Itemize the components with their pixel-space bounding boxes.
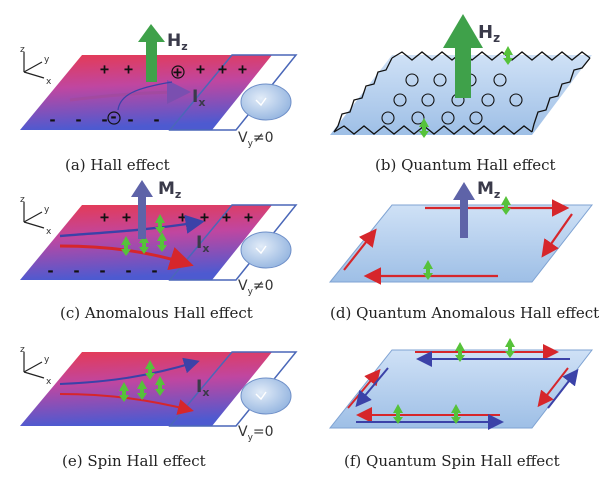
edge-state-bottom <box>333 125 533 135</box>
axis-x-label: x <box>46 227 52 237</box>
spin-up-path <box>59 214 205 238</box>
caption-d: (d) Quantum Anomalous Hall effect <box>330 304 599 322</box>
svg-text:+: + <box>222 208 231 226</box>
axis-y-label: y <box>44 55 50 65</box>
panel-b-quantum-hall-effect: Hz (b) Quantum Hall effect <box>330 14 592 174</box>
svg-text:+: + <box>244 208 253 226</box>
spin-green-icon <box>423 196 511 280</box>
mz-arrow <box>131 180 153 239</box>
hz-label-b: Hz <box>478 22 500 45</box>
caption-e: (e) Spin Hall effect <box>62 452 206 470</box>
svg-text:-: - <box>152 111 161 129</box>
electron-path <box>117 81 173 111</box>
edge-state-left <box>343 228 377 271</box>
svg-text:+: + <box>200 208 209 226</box>
voltmeter-icon <box>240 83 292 121</box>
mz-label-d: Mz <box>477 179 500 201</box>
edge-state-right <box>541 213 573 258</box>
svg-text:-: - <box>46 262 55 280</box>
svg-text:+: + <box>173 63 182 81</box>
hz-arrow-large <box>443 14 483 98</box>
svg-text:-: - <box>98 262 107 280</box>
hz-arrow <box>138 24 165 82</box>
minus-charges: - - - - - <box>46 262 159 280</box>
panel-a-hall-effect: z y x + + + + + - - - - - + - Hz <box>20 24 298 174</box>
panel-d-quantum-anomalous-hall-effect: Mz (d) Quantum Anomalous Hall effect <box>328 179 599 322</box>
edge-state-right <box>531 57 591 133</box>
ix-label: Ix <box>192 87 205 109</box>
panel-e-spin-hall-effect: z y x Ix Vy=0 (e) Spin Hall effect <box>20 345 298 470</box>
caption-a: (a) Hall effect <box>65 156 170 174</box>
svg-text:-: - <box>48 111 57 129</box>
vy-label: Vy≠0 <box>238 130 274 149</box>
svg-text:+: + <box>238 60 247 78</box>
svg-text:+: + <box>178 208 187 226</box>
svg-text:-: - <box>126 111 135 129</box>
mz-arrow <box>453 182 475 238</box>
svg-text:-: - <box>74 111 83 129</box>
voltmeter-icon <box>240 231 292 269</box>
svg-text:+: + <box>100 208 109 226</box>
svg-text:+: + <box>122 208 131 226</box>
panel-c-anomalous-hall-effect: z y x + + + + + + - - - - - <box>20 179 298 322</box>
svg-text:-: - <box>100 111 109 129</box>
spin-green-icon <box>393 338 515 424</box>
axis-z-label: z <box>20 45 25 55</box>
hz-label: Hz <box>167 31 188 53</box>
electron-symbol <box>107 111 121 125</box>
axis-x-label: x <box>46 77 52 87</box>
caption-b: (b) Quantum Hall effect <box>375 156 556 174</box>
axis-y-label: y <box>44 205 50 215</box>
svg-text:+: + <box>100 60 109 78</box>
axis-z-label: z <box>20 345 25 355</box>
caption-c: (c) Anomalous Hall effect <box>60 304 253 322</box>
edge-state-left-blue <box>355 367 389 408</box>
svg-text:-: - <box>124 262 133 280</box>
spin-down-path <box>59 393 194 415</box>
axes-icon <box>23 52 45 79</box>
spin-green-icon <box>419 46 513 138</box>
svg-text:+: + <box>218 60 227 78</box>
edge-state-left <box>333 57 393 133</box>
spin-green-icon <box>121 214 167 256</box>
caption-f: (f) Quantum Spin Hall effect <box>344 452 560 470</box>
svg-text:-: - <box>150 262 159 280</box>
axis-z-label: z <box>20 195 25 205</box>
ix-label: Ix <box>196 377 209 399</box>
axis-y-label: y <box>44 355 50 365</box>
hole-symbol <box>171 65 185 79</box>
quantum-slab <box>328 204 594 283</box>
mz-label: Mz <box>158 179 181 201</box>
ix-label: Ix <box>196 233 209 255</box>
svg-text:-: - <box>72 262 81 280</box>
voltmeter-loop <box>168 54 298 131</box>
plus-charges: + + + + + <box>100 60 247 78</box>
minus-charges: - - - - - <box>48 111 161 129</box>
voltmeter-icon <box>240 377 292 415</box>
spin-up-path <box>59 357 200 385</box>
axis-x-label: x <box>46 377 52 387</box>
svg-text:+: + <box>196 60 205 78</box>
panel-f-quantum-spin-hall-effect: (f) Quantum Spin Hall effect <box>328 338 594 470</box>
vy-label: Vy≠0 <box>238 278 274 297</box>
svg-text:+: + <box>124 60 133 78</box>
spin-green-icon <box>119 360 165 402</box>
axes-icon <box>23 352 45 379</box>
vy-label: Vy=0 <box>238 424 274 443</box>
edge-state-right-blue <box>547 368 579 409</box>
axes-icon <box>23 202 45 229</box>
svg-text:-: - <box>109 108 118 126</box>
edge-state-top <box>391 51 591 61</box>
